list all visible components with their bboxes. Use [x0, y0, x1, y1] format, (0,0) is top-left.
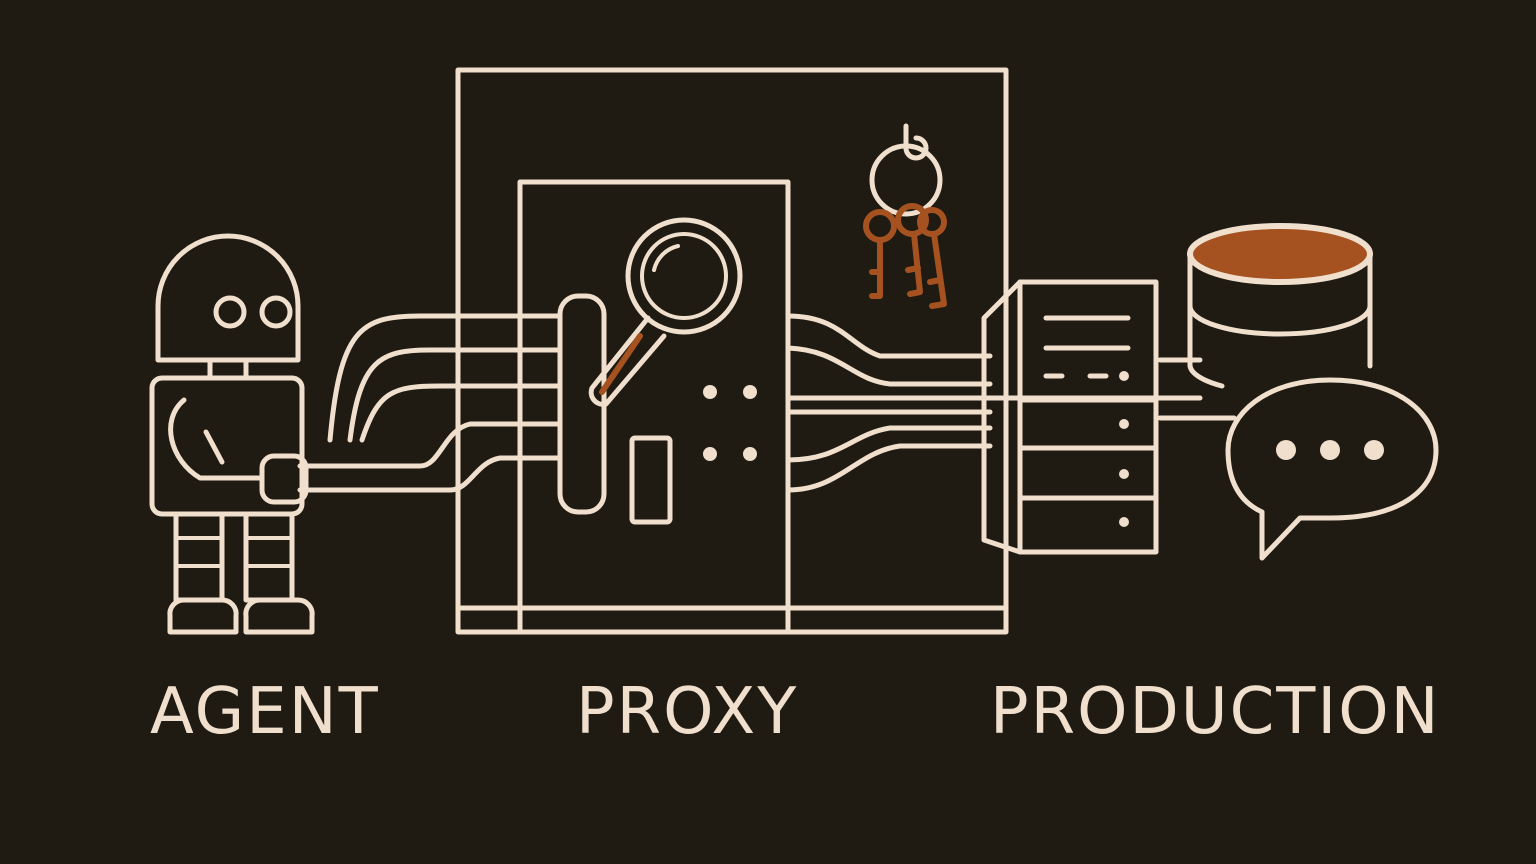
- key-ring-icon: [863, 123, 947, 309]
- agent-label: AGENT: [150, 675, 380, 749]
- agent-pipes: [297, 293, 607, 515]
- database-icon: [1187, 223, 1373, 389]
- production-pipes: [785, 313, 1237, 493]
- proxy-label: PROXY: [576, 675, 799, 749]
- magnifying-glass-icon: [588, 217, 743, 407]
- chat-bubble-icon: [1225, 377, 1439, 561]
- production-label: PRODUCTION: [990, 675, 1441, 749]
- server-icon: [981, 279, 1159, 555]
- robot-icon: [149, 233, 315, 635]
